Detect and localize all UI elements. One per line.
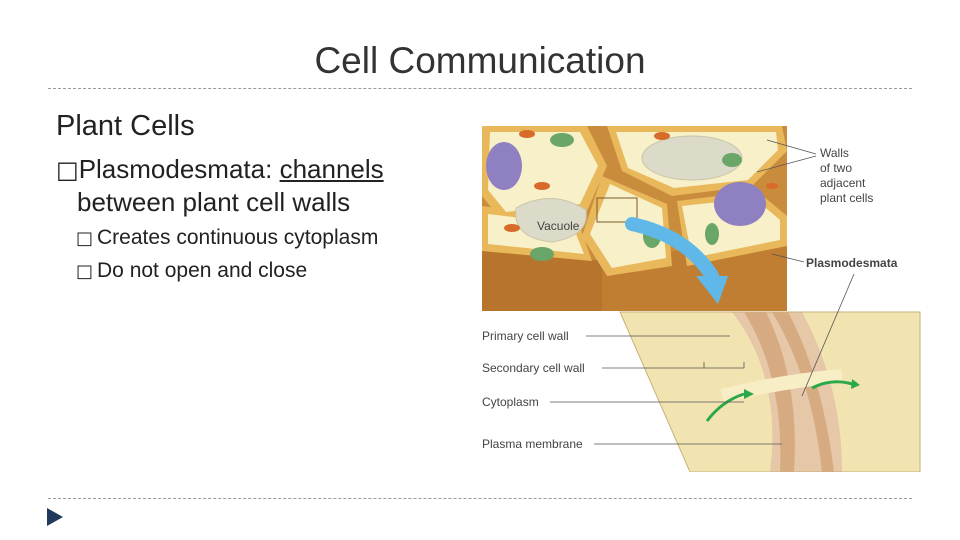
vacuole-label: Vacuole: [537, 219, 580, 233]
flow-arrowhead-right-icon: [851, 379, 860, 389]
flow-arrowhead-left-icon: [744, 389, 754, 399]
sub-bullet-box-icon: □: [76, 261, 94, 282]
walls-label: Walls of two adjacent plant cells: [820, 146, 873, 205]
zoomed-plasmodesma: [620, 312, 920, 472]
plasmodesmata-label: Plasmodesmata: [806, 256, 898, 270]
sub-bullet-box-icon: □: [76, 228, 94, 249]
membrane-label: Plasma membrane: [482, 437, 583, 451]
cytoplasm-label: Cytoplasm: [482, 395, 539, 409]
bottom-divider: [48, 498, 912, 499]
top-divider: [48, 88, 912, 89]
sub-bullet-1: □Creates continuous cytoplasm: [76, 226, 378, 250]
slide-title: Cell Communication: [314, 40, 646, 81]
bullet-term: Plasmodesmata:: [78, 154, 273, 184]
cell-block-illustration: [482, 126, 787, 311]
sub-bullet-2: □Do not open and close: [76, 259, 307, 283]
flow-arrow-left-icon: [705, 392, 745, 422]
secondary-wall-label: Secondary cell wall: [482, 361, 585, 375]
bullet-definition-part2: between plant cell walls: [77, 187, 351, 217]
play-triangle-icon: [47, 508, 63, 526]
zoom-arrow-icon: [625, 217, 719, 283]
slide-subtitle: Plant Cells: [56, 110, 195, 142]
flow-arrow-right-icon: [811, 380, 853, 390]
bullet-box-icon: □: [56, 156, 79, 184]
plasmodesmata-diagram: Vacuole Walls of two adjacent plant cell…: [482, 126, 921, 472]
sub-bullet-text-1: Creates continuous cytoplasm: [97, 226, 379, 249]
zoom-arrowhead-icon: [696, 276, 728, 304]
bullet-definition-part1: channels: [279, 154, 384, 184]
primary-wall-label: Primary cell wall: [482, 329, 569, 343]
sub-bullet-text-2: Do not open and close: [97, 259, 308, 282]
main-bullet: □Plasmodesmata: channels between plant c…: [56, 153, 436, 218]
